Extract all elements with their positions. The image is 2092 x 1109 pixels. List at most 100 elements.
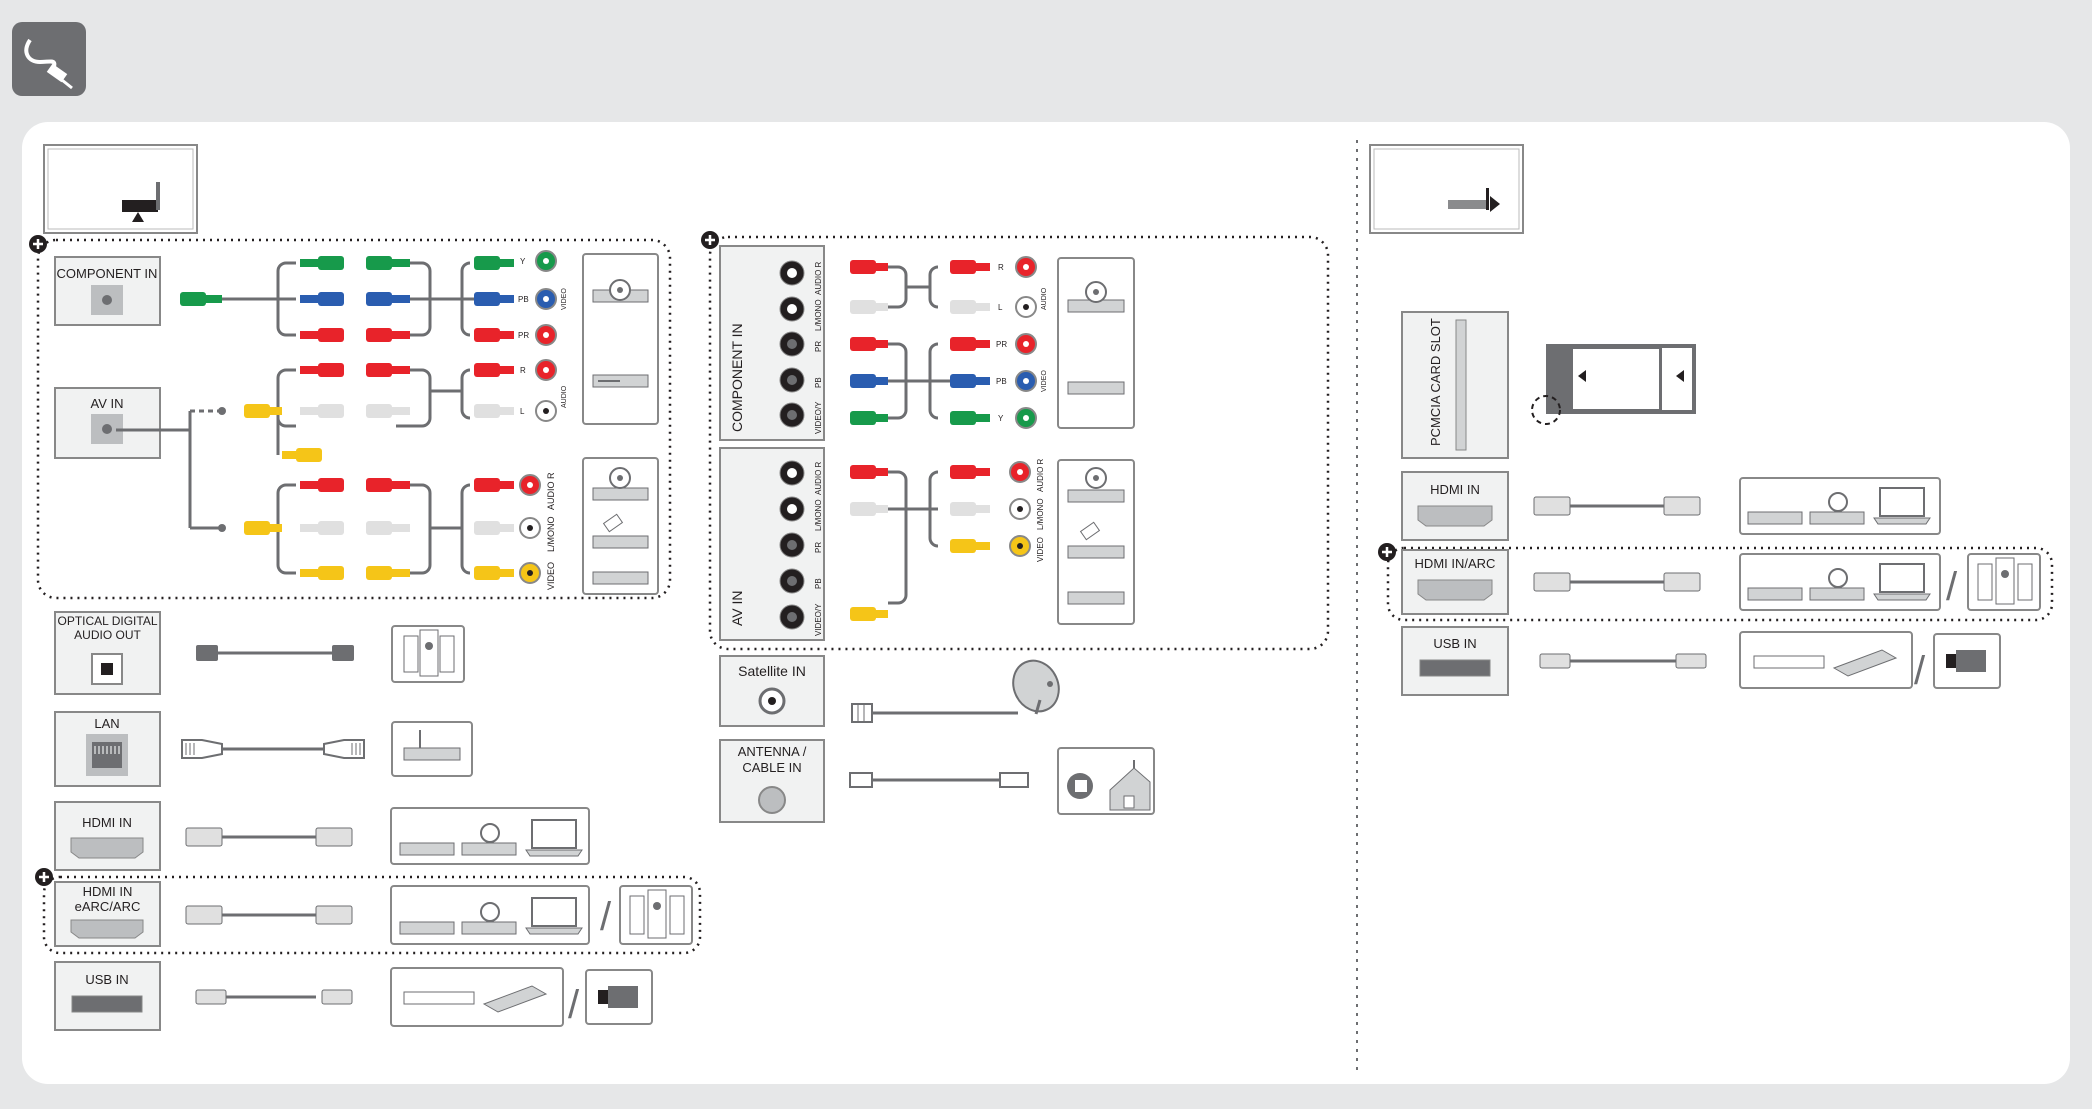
satellite-jack-hole: [768, 697, 776, 705]
optical-label-wrap: OPTICAL DIGITAL AUDIO OUT: [57, 614, 158, 642]
separator-slash: /: [1946, 565, 1958, 609]
middle-rca-plugs: [850, 260, 990, 621]
av-split-dot: [218, 407, 226, 415]
component-jack-labels: Y PB PR R L: [518, 257, 529, 416]
av-jack-labels: AUDIO R L/MONO VIDEO: [546, 472, 556, 590]
hdmi-cable-plugs-left: [185, 827, 353, 925]
right-cables: [1570, 504, 1676, 663]
usb-devices-left: [390, 967, 564, 1027]
svg-text:AUDIO R: AUDIO R: [814, 461, 823, 495]
hdmi-in-jack-left: [70, 837, 144, 859]
svg-text:PR: PR: [996, 340, 1007, 349]
hdmi-in-label-right: HDMI IN: [1430, 482, 1480, 497]
usb-in-label-right: USB IN: [1433, 636, 1476, 651]
component-in-label: COMPONENT IN: [57, 266, 158, 281]
svg-text:Y: Y: [998, 414, 1004, 423]
device-box-dvd-top: [582, 253, 659, 425]
svg-text:PR: PR: [814, 542, 823, 553]
svg-text:L/MONO: L/MONO: [1036, 498, 1045, 530]
antenna-jack: [758, 786, 786, 814]
device-rca-jacks-left: [519, 250, 557, 584]
panel-jacks: [779, 260, 805, 630]
optical-jack-hole: [101, 663, 113, 675]
component-audio-bracket: AUDIO: [561, 385, 568, 408]
svg-text:Y: Y: [520, 257, 526, 266]
av-split-dot: [218, 524, 226, 532]
svg-text:PR: PR: [814, 341, 823, 352]
usb-cable-plugs-left: [195, 989, 353, 1005]
soundbar-speaker-device: [391, 625, 465, 683]
antenna-label-wrap: ANTENNA / CABLE IN: [738, 744, 807, 775]
svg-text:L/MONO: L/MONO: [814, 299, 823, 331]
satellite-in-label: Satellite IN: [738, 663, 806, 679]
usb-stick-device: [1933, 633, 2001, 689]
svg-text:PB: PB: [814, 377, 823, 388]
svg-text:AUDIO R: AUDIO R: [814, 261, 823, 295]
svg-text:AUDIO R: AUDIO R: [546, 472, 556, 510]
pcmcia-slot: [1455, 319, 1467, 451]
optional-frames: [36, 235, 2054, 955]
usb-in-jack-left: [71, 995, 143, 1013]
middle-device-jacks: [1009, 256, 1037, 557]
middle-video-bracket: VIDEO: [1041, 370, 1048, 392]
satellite-plug: [851, 703, 873, 723]
optical-cable-plugs: [196, 645, 354, 661]
lan-label: LAN: [94, 716, 119, 731]
av-in-jack-hole: [102, 424, 112, 434]
right-cable-plugs: [1533, 496, 1707, 669]
usb-in-label-left: USB IN: [85, 972, 128, 987]
middle-audio-bracket: AUDIO: [1041, 287, 1048, 310]
component-panel-port-labels: AUDIO R L/MONO PR PB VIDEO/Y: [814, 261, 823, 434]
device-box-av-sources: [582, 457, 659, 595]
pcmcia-label: PCMCIA CARD SLOT: [1428, 318, 1443, 446]
middle-panels: [719, 245, 825, 641]
hdmi-in-label-left: HDMI IN: [82, 815, 132, 830]
hdmi-arc-jack: [1417, 579, 1493, 601]
soundbar-speaker-device: [619, 885, 693, 945]
hdmi-devices-right: [1739, 477, 1941, 611]
svg-text:PR: PR: [518, 331, 529, 340]
hdmi-in-jack-right: [1417, 505, 1493, 527]
av-in-label: AV IN: [91, 396, 124, 411]
usb-devices-right: [1739, 631, 1913, 689]
router-device: [391, 721, 473, 777]
svg-text:L: L: [998, 303, 1003, 312]
tv-back-thumbnail-right: [1369, 144, 1524, 234]
hdmi-devices-left: [390, 807, 590, 945]
svg-text:PB: PB: [814, 578, 823, 589]
cable-plug-icon: [12, 22, 86, 96]
svg-text:VIDEO/Y: VIDEO/Y: [814, 603, 823, 636]
tv-back-thumbnail-left: [43, 144, 198, 234]
hdmi-earc-label-wrap: HDMI IN eARC/ARC: [75, 884, 141, 914]
av-in-panel-label: AV IN: [729, 590, 745, 626]
middle-cables: [854, 265, 1018, 782]
antenna-plugs: [849, 772, 1029, 788]
rca-plugs-left: [180, 256, 514, 580]
house-antenna-icon: [1057, 747, 1155, 815]
middle-device-box-bottom: [1057, 459, 1135, 625]
hdmi-arc-label: HDMI IN/ARC: [1415, 556, 1496, 571]
lan-jack: [86, 734, 128, 776]
svg-text:PB: PB: [518, 295, 529, 304]
svg-text:L/MONO: L/MONO: [546, 516, 556, 552]
satellite-dish-icon: [1012, 659, 1060, 715]
soundbar-speaker-device: [1967, 553, 2041, 611]
svg-text:AUDIO R: AUDIO R: [1036, 458, 1045, 492]
lan-cable-plugs: [181, 739, 365, 759]
svg-text:R: R: [998, 263, 1004, 272]
middle-out-labels: R L PR PB Y: [996, 263, 1007, 423]
optical-label: OPTICAL DIGITAL AUDIO OUT: [57, 614, 158, 642]
separator-slash: /: [600, 895, 612, 939]
separator-slash: /: [1914, 649, 1926, 693]
usb-in-jack-right: [1419, 659, 1491, 677]
plus-icon: [29, 231, 1396, 886]
separator-slash: /: [568, 983, 580, 1027]
component-video-bracket: VIDEO: [561, 288, 568, 310]
av-panel-port-labels: AUDIO R L/MONO PR PB VIDEO/Y: [814, 461, 823, 636]
usb-stick-device: [585, 969, 653, 1025]
component-in-jack-hole: [102, 295, 112, 305]
component-in-panel-label: COMPONENT IN: [729, 323, 745, 432]
svg-text:R: R: [520, 366, 526, 375]
svg-text:PB: PB: [996, 377, 1007, 386]
